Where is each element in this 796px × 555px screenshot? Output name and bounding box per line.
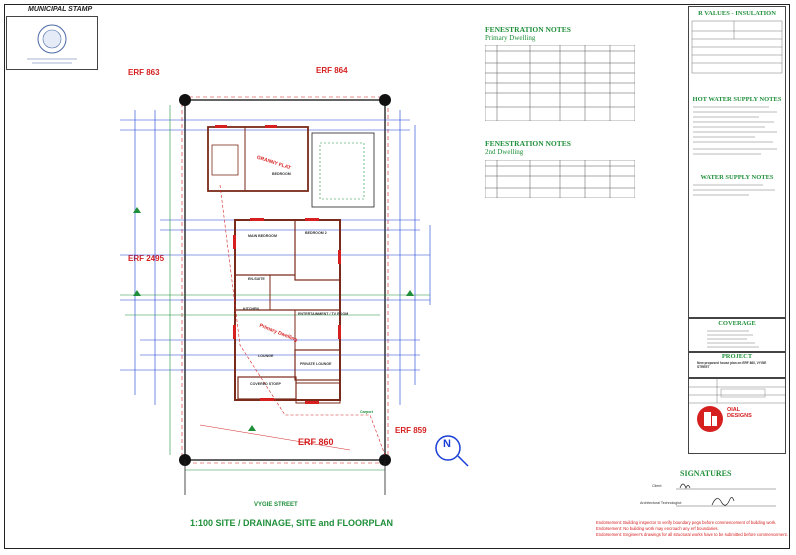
water-supply-title: WATER SUPPLY NOTES (700, 174, 774, 181)
hot-water-title: HOT WATER SUPPLY NOTES (692, 96, 782, 103)
main-bedroom-label: MAIN BEDROOM (248, 234, 277, 238)
coverage-panel: COVERAGE (688, 318, 786, 352)
private-lounge-label: PRIVATE LOUNGE (300, 362, 332, 366)
lounge-label: LOUNGE (258, 354, 274, 358)
stamp-seal-icon (27, 24, 77, 64)
signature-marks (676, 483, 776, 507)
erf-859-label: ERF 859 (395, 426, 427, 435)
water-supply-notes-text (693, 184, 775, 196)
entertainment-room-label: ENTERTAINMENT / TV ROOM (298, 312, 349, 316)
covered-stoep-label: COVERED STOEP (250, 382, 281, 386)
ensuite-label: EN-SUITE (248, 277, 265, 281)
technologist-signature-label: Architectural Technologist: (640, 501, 682, 505)
project-panel: PROJECT New proposed house plan on ERF 8… (688, 352, 786, 378)
title-block (688, 378, 786, 454)
sheet-border (4, 4, 790, 549)
fenestration-second-table (485, 160, 635, 198)
granny-bedroom-label: BEDROOM (272, 172, 291, 176)
erf-2495-label: ERF 2495 (128, 254, 165, 263)
project-description: New proposed house plan on ERF 860, VYGI… (697, 361, 767, 369)
signatures-title: SIGNATURES (680, 469, 732, 478)
client-signature-label: Client: (652, 484, 663, 488)
title-block-grid (689, 379, 785, 404)
company-name: OIAL DESIGNS (727, 407, 752, 419)
company-logo-icon (697, 406, 723, 432)
fenestration-primary-table (485, 45, 635, 121)
fenestration-second-title: FENESTRATION NOTES 2nd Dwelling (485, 139, 571, 157)
rvalues-title: R VALUES - INSULATION (698, 10, 776, 17)
hot-water-notes-text (693, 106, 777, 155)
bedroom-2-label: BEDROOM 2 (305, 231, 327, 235)
endorsement-note-1: Endorsement: Building inspector to verif… (596, 520, 777, 525)
north-arrow-icon (435, 435, 469, 467)
notes-panel: R VALUES - INSULATION HOT WATER SUPPLY N… (688, 6, 786, 318)
municipal-stamp-box (6, 16, 98, 70)
erf-864-label: ERF 864 (316, 66, 348, 75)
project-title: PROJECT (721, 353, 753, 360)
erf-860-label: ERF 860 (298, 437, 334, 447)
endorsement-note-3: Endorsement: Engineer's drawings for all… (596, 532, 788, 537)
site-plan-drawing (120, 94, 431, 495)
erf-863-label: ERF 863 (128, 68, 160, 77)
fenestration-primary-title: FENESTRATION NOTES Primary Dwelling (485, 25, 571, 43)
endorsement-note-2: Endorsement: No building work may encroa… (596, 526, 719, 531)
street-name: VYGIE STREET (254, 502, 298, 508)
coverage-text (707, 330, 759, 348)
drawing-title: 1:100 SITE / DRAINAGE, SITE and FLOORPLA… (190, 518, 394, 528)
coverage-title: COVERAGE (718, 320, 756, 327)
rvalues-table (691, 20, 783, 74)
carport-label: Carport (360, 410, 373, 414)
kitchen-label: KITCHEN (243, 307, 259, 311)
north-arrow-label: N (443, 438, 451, 450)
municipal-stamp-title: MUNICIPAL STAMP (28, 6, 93, 13)
